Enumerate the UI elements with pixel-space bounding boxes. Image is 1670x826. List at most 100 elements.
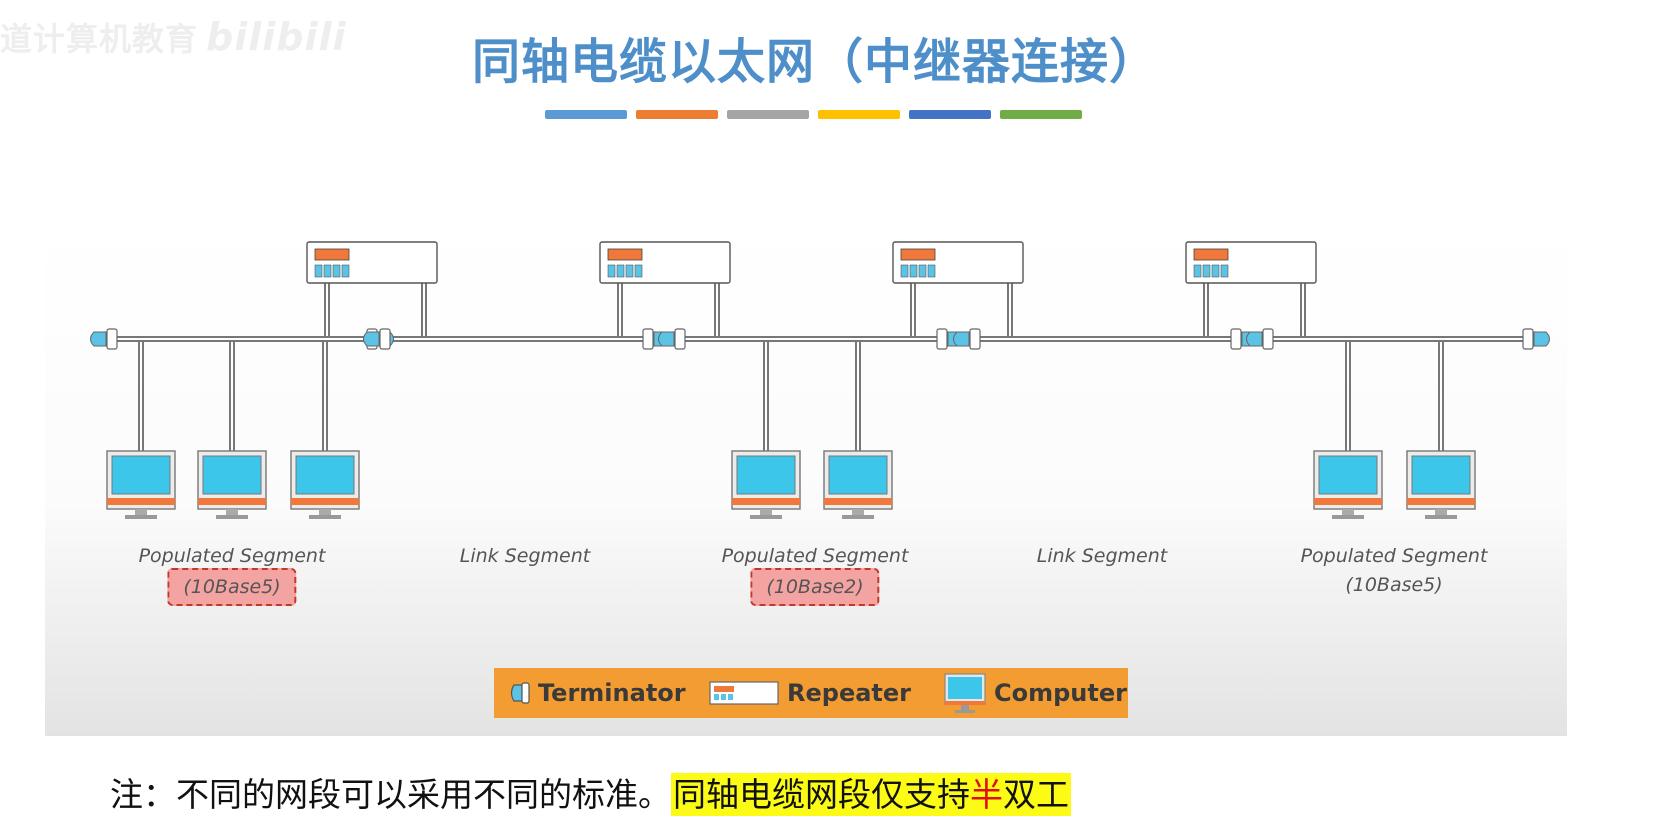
note: 注：不同的网段可以采用不同的标准。同轴电缆网段仅支持半双工 <box>110 768 1071 816</box>
terminator-icon <box>510 682 530 704</box>
color-bar <box>545 110 627 119</box>
computer-foot <box>216 515 248 519</box>
legend-terminator: Terminator <box>508 668 686 718</box>
terminator <box>658 328 686 350</box>
computer-neck <box>226 509 238 516</box>
segment-label: Populated Segment <box>721 545 909 567</box>
legend-computer: Computer <box>942 668 1127 718</box>
computer-neck <box>1435 509 1447 516</box>
computer <box>290 450 360 519</box>
repeater-icon <box>709 681 779 705</box>
computer <box>106 450 176 519</box>
repeater-port <box>314 264 323 278</box>
legend: Terminator Repeater Computer <box>494 668 1128 718</box>
repeater-port <box>909 264 918 278</box>
computer-base-strip <box>732 498 800 505</box>
note-highlight-b: 双工 <box>1003 775 1069 814</box>
note-highlight-a: 同轴电缆网段仅支持 <box>673 775 970 814</box>
segment-standard: (10Base5) <box>1345 574 1443 596</box>
note-highlight: 同轴电缆网段仅支持半双工 <box>671 773 1071 816</box>
color-bar <box>1000 110 1082 119</box>
computer-base-strip <box>824 498 892 505</box>
repeater-display <box>900 248 936 261</box>
terminator-collar <box>936 328 948 350</box>
computer-screen <box>295 455 355 495</box>
repeater-port <box>332 264 341 278</box>
computer-screen <box>1411 455 1471 495</box>
terminator <box>1246 328 1274 350</box>
computer-screen <box>736 455 796 495</box>
repeater-display <box>607 248 643 261</box>
repeater-port <box>323 264 332 278</box>
computer-neck <box>852 509 864 516</box>
computer-neck <box>1342 509 1354 516</box>
terminator-collar <box>674 328 686 350</box>
color-bar <box>727 110 809 119</box>
terminator-collar <box>969 328 981 350</box>
repeater <box>599 241 731 284</box>
computer-base-strip <box>1314 498 1382 505</box>
bilibili-logo: bilibili <box>206 15 347 59</box>
terminator-collar <box>1262 328 1274 350</box>
terminator <box>1522 328 1550 350</box>
segment-label: Link Segment <box>1036 545 1168 567</box>
repeater-port <box>1211 264 1220 278</box>
repeater-port <box>900 264 909 278</box>
segment-standard: (10Base5) <box>167 568 297 606</box>
repeater <box>1185 241 1317 284</box>
computer <box>1313 450 1383 519</box>
computer-screen <box>202 455 262 495</box>
legend-label-terminator: Terminator <box>538 679 686 707</box>
terminator-cap <box>658 331 675 347</box>
computer-neck <box>135 509 147 516</box>
computer-foot <box>309 515 341 519</box>
repeater-display <box>314 248 350 261</box>
computer-neck <box>319 509 331 516</box>
repeater <box>892 241 1024 284</box>
computer-screen <box>1318 455 1378 495</box>
legend-repeater: Repeater <box>709 668 911 718</box>
color-bar <box>818 110 900 119</box>
segment-label: Link Segment <box>459 545 591 567</box>
repeater-port <box>1220 264 1229 278</box>
color-bar <box>909 110 991 119</box>
segment-label: Populated Segment <box>1300 545 1488 567</box>
terminator-collar <box>106 328 118 350</box>
computer-foot <box>1425 515 1457 519</box>
terminator-collar <box>642 328 654 350</box>
computer-base-strip <box>291 498 359 505</box>
repeater-port <box>1193 264 1202 278</box>
repeater-port <box>607 264 616 278</box>
computer-base-strip <box>198 498 266 505</box>
repeater-port <box>927 264 936 278</box>
computer-screen <box>111 455 171 495</box>
computer-screen <box>828 455 888 495</box>
computer-icon <box>944 673 986 713</box>
repeater-port <box>341 264 350 278</box>
computer-base-strip <box>107 498 175 505</box>
repeater-port <box>1202 264 1211 278</box>
computer-foot <box>750 515 782 519</box>
computer <box>197 450 267 519</box>
computer <box>823 450 893 519</box>
terminator-cap <box>90 331 107 347</box>
terminator <box>90 328 118 350</box>
terminator-cap <box>953 331 970 347</box>
terminator <box>953 328 981 350</box>
computer-foot <box>842 515 874 519</box>
note-highlight-red: 半 <box>970 775 1003 814</box>
color-bar <box>636 110 718 119</box>
terminator <box>363 328 391 350</box>
repeater-display <box>1193 248 1229 261</box>
watermark-text: 道计算机教育 <box>0 20 199 58</box>
computer-foot <box>1332 515 1364 519</box>
page-title: 同轴电缆以太网（中继器连接） <box>471 34 1158 90</box>
terminator-cap <box>1246 331 1263 347</box>
legend-label-computer: Computer <box>994 679 1127 707</box>
terminator-collar <box>1522 328 1534 350</box>
repeater-port <box>634 264 643 278</box>
terminator-cap <box>363 331 380 347</box>
note-prefix: 注：不同的网段可以采用不同的标准。 <box>110 775 671 814</box>
